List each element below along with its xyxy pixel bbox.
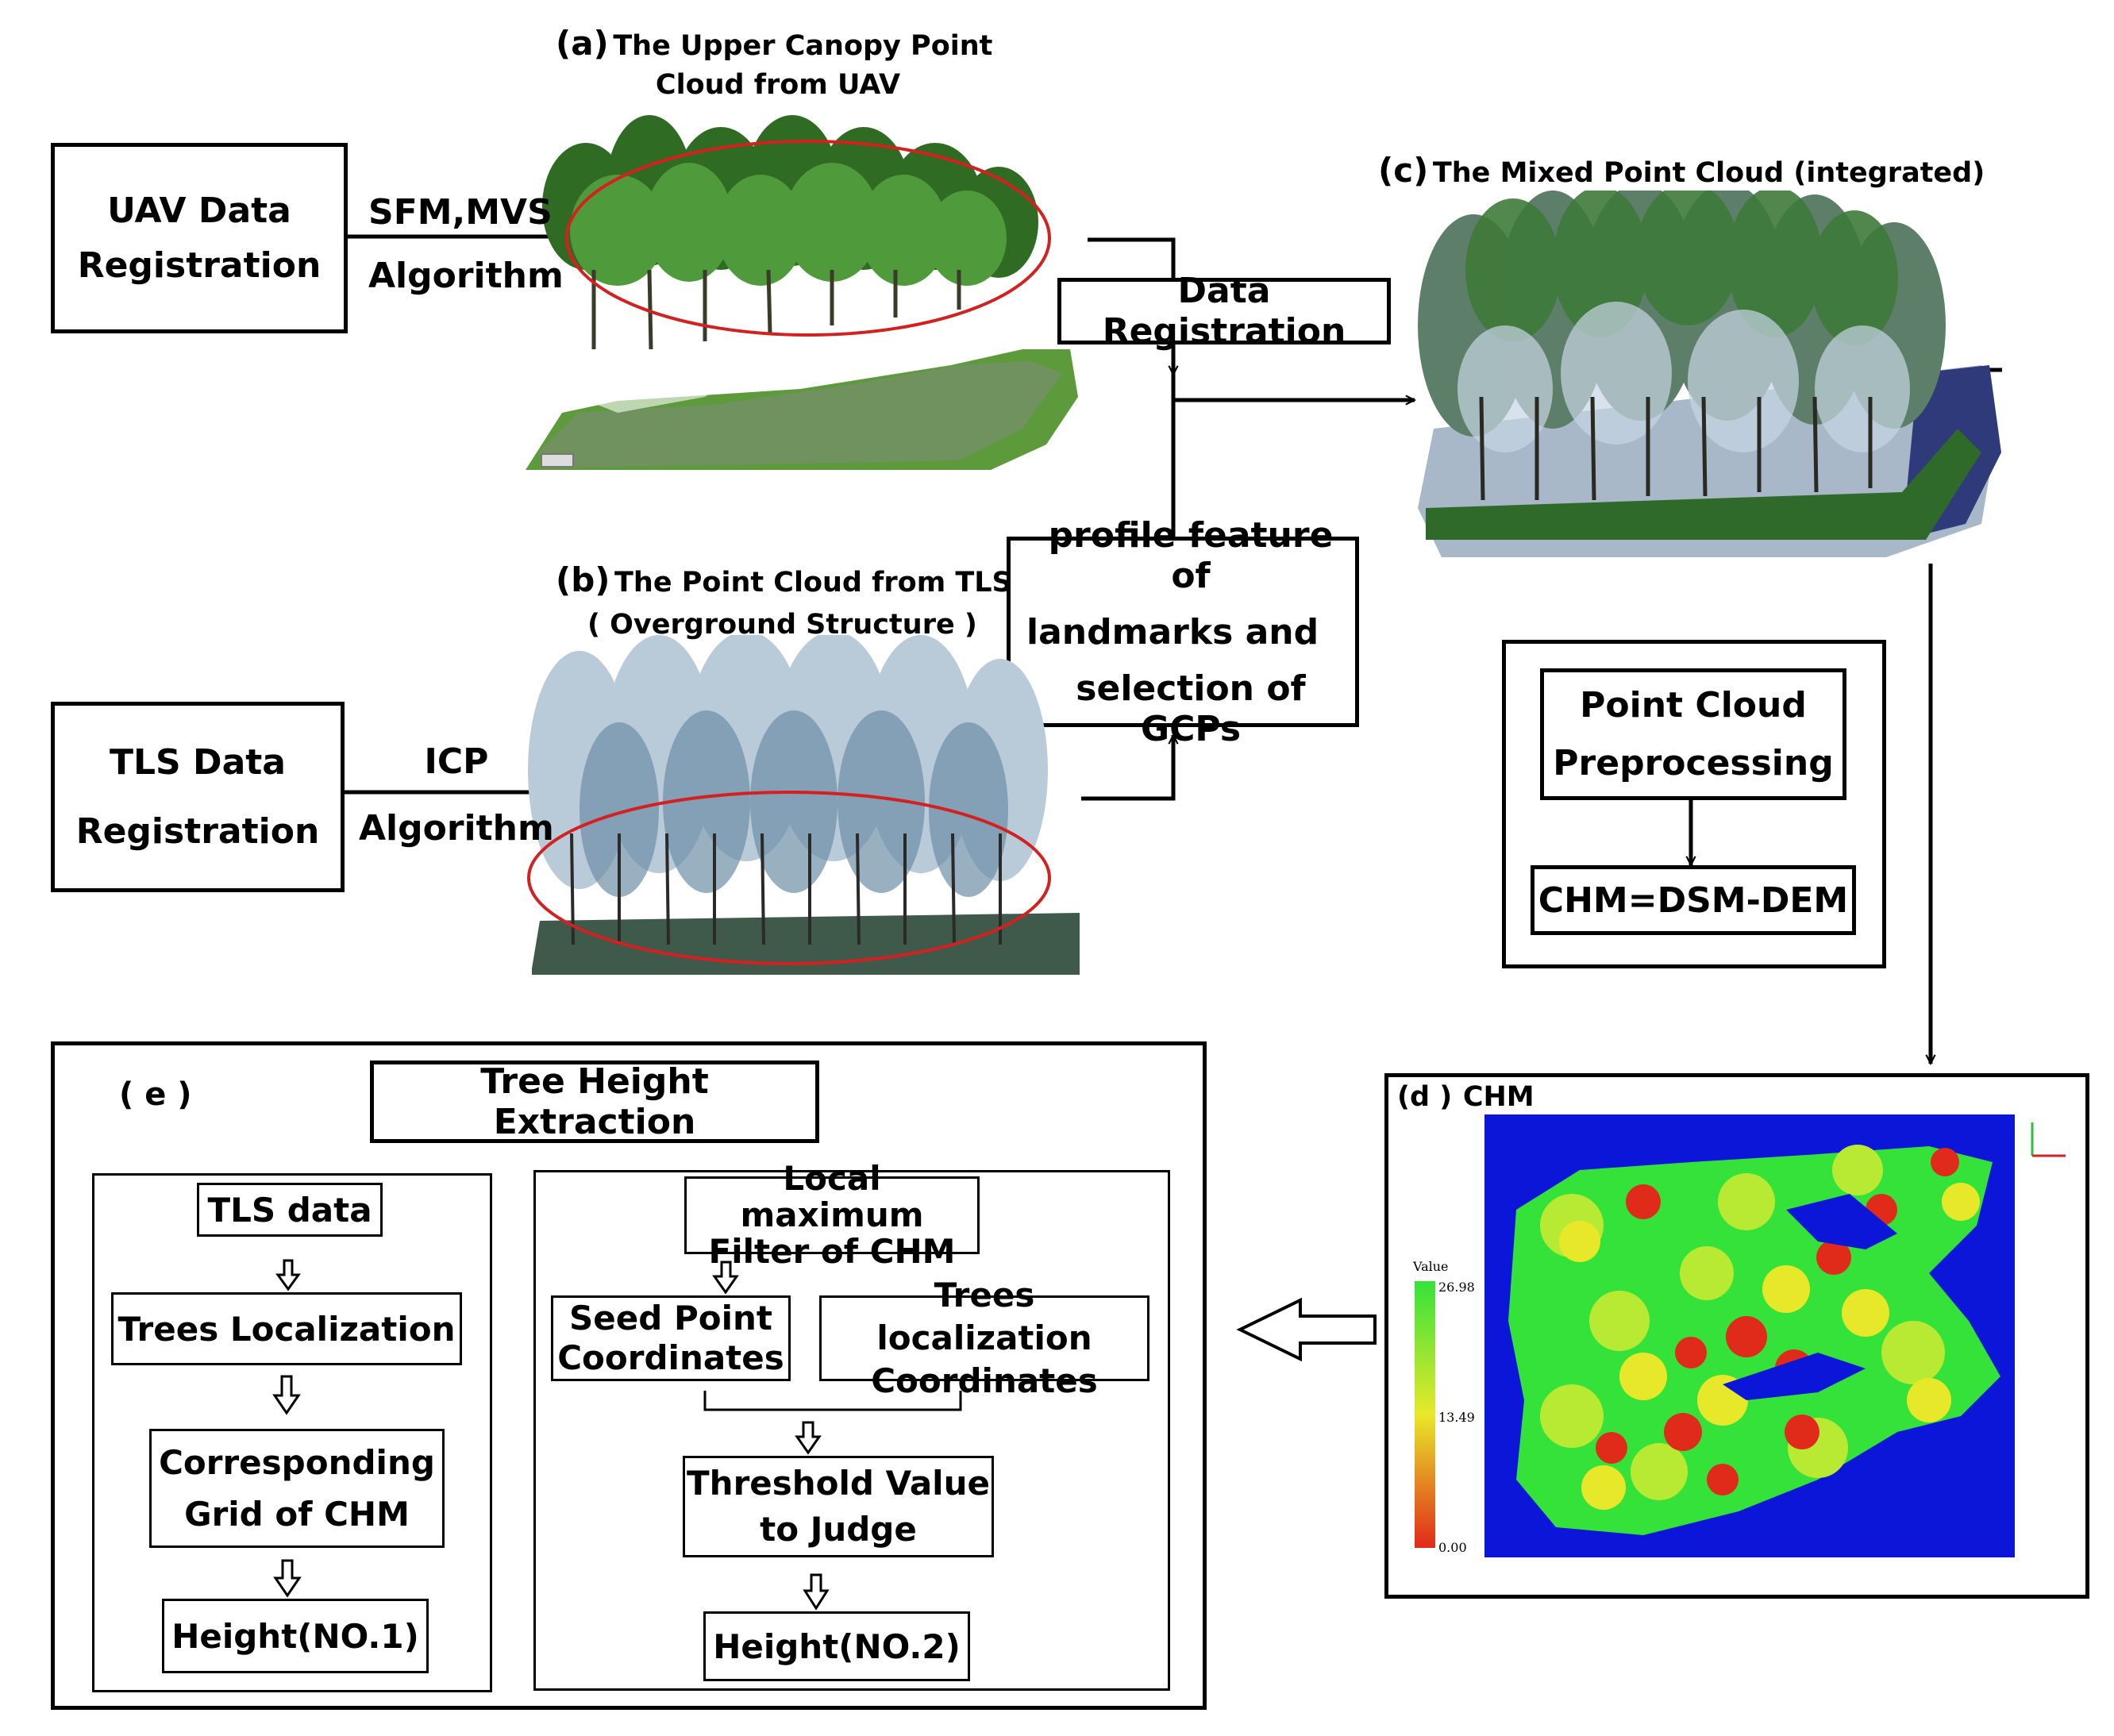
uav-algorithm-label: SFM,MVS Algorithm (368, 181, 564, 308)
height-no1-box: Height(NO.1) (162, 1599, 429, 1673)
uav-box-line2: Registration (77, 245, 322, 286)
panel-e-tag: ( e ) (119, 1076, 192, 1113)
chm-legend-colorbar (1415, 1281, 1435, 1548)
panel-b-title-line1: The Point Cloud from TLS (614, 567, 1012, 599)
local-max-line2: Filter of CHM (708, 1232, 956, 1271)
uav-data-registration-box: UAV Data Registration (51, 143, 348, 333)
threshold-line2: to Judge (760, 1510, 917, 1549)
trees-localization-box: Trees Localization (111, 1292, 462, 1365)
tls-box-line1: TLS Data (110, 742, 286, 783)
preprocessing-frame (1502, 640, 1886, 968)
height-no2-label: Height(NO.2) (713, 1626, 961, 1666)
panel-e-caption: ( e ) (119, 1076, 192, 1113)
tls-box-line2: Registration (75, 811, 320, 852)
local-max-line1: Local maximum (740, 1159, 924, 1234)
tls-data-box: TLS data (197, 1183, 383, 1237)
panel-a-title-line1: The Upper Canopy Point (613, 30, 993, 62)
profile-box-line2: landmarks and (1026, 611, 1319, 652)
chm-legend-mid: 13.49 (1438, 1410, 1475, 1425)
panel-b-caption: (b) The Point Cloud from TLS ( Overgroun… (556, 560, 1012, 641)
tree-height-extraction-title-box: Tree Height Extraction (370, 1060, 819, 1143)
hollow-arrow-left (1236, 1297, 1377, 1362)
uav-point-cloud-image (526, 115, 1078, 470)
threshold-line1: Threshold Value (687, 1464, 990, 1503)
height-no2-box: Height(NO.2) (703, 1611, 970, 1681)
chm-panel-frame (1384, 1073, 2089, 1599)
merge-bracket (703, 1391, 962, 1411)
corresponding-grid-box: Corresponding Grid of CHM (149, 1429, 445, 1548)
hollow-arrow-down-5 (795, 1421, 822, 1455)
trees-localization-coordinates-box: Trees localization Coordinates (819, 1276, 1149, 1400)
height-no1-label: Height(NO.1) (171, 1616, 419, 1656)
trees-loc-line1: Trees localization (876, 1276, 1092, 1357)
threshold-value-box: Threshold Value to Judge (683, 1456, 994, 1557)
trees-loc-line2: Coordinates (871, 1361, 1098, 1400)
chm-raster-image (1484, 1114, 2015, 1557)
tls-algo-line2: Algorithm (359, 808, 554, 849)
chm-legend-title: Value (1413, 1259, 1449, 1274)
panel-d-caption: (d ) CHM (1397, 1081, 1534, 1113)
tls-algorithm-label: ICP Algorithm (359, 729, 554, 862)
seed-point-coordinates-box: Seed Point Coordinates (551, 1295, 791, 1381)
hollow-arrow-down-6 (803, 1573, 830, 1611)
seed-line1: Seed Point (569, 1299, 772, 1338)
hollow-arrow-down-1 (275, 1259, 301, 1291)
panel-a-tag: (a) (556, 24, 609, 63)
mixed-point-cloud-image (1418, 191, 2001, 557)
hollow-arrow-down-2 (272, 1375, 301, 1415)
panel-a-caption: (a) The Upper Canopy Point Cloud from UA… (556, 24, 992, 101)
hollow-arrow-down-4 (712, 1261, 739, 1295)
corresponding-line2: Grid of CHM (184, 1495, 410, 1534)
tls-point-cloud-image (527, 635, 1080, 975)
panel-a-title-line2: Cloud from UAV (655, 69, 901, 101)
point-cloud-preprocessing-box: Point Cloud Preprocessing (1540, 668, 1846, 800)
chm-formula-label: CHM=DSM-DEM (1538, 880, 1849, 921)
profile-box-line3: selection of GCPs (1076, 668, 1306, 749)
tls-data-label: TLS data (207, 1190, 372, 1230)
axis-gizmo-icon (2031, 1122, 2066, 1157)
preprocess-line1: Point Cloud (1580, 685, 1807, 726)
tls-data-registration-box: TLS Data Registration (51, 702, 345, 892)
local-maximum-filter-box: Local maximum Filter of CHM (684, 1161, 980, 1270)
panel-d-tag: (d ) (1397, 1081, 1453, 1113)
panel-c-tag: (c) (1378, 151, 1429, 190)
chm-legend-max: 26.98 (1438, 1280, 1475, 1295)
panel-b-title-line2: ( Overground Structure ) (587, 609, 977, 641)
preprocess-line2: Preprocessing (1553, 743, 1834, 783)
seed-line2: Coordinates (557, 1338, 784, 1377)
tree-height-panel-frame (51, 1041, 1207, 1710)
uav-algo-line2: Algorithm (368, 256, 564, 296)
corresponding-line1: Corresponding (159, 1443, 435, 1482)
data-registration-box: Data Registration (1057, 271, 1391, 352)
panel-c-title: The Mixed Point Cloud (integrated) (1432, 157, 1985, 189)
tree-height-extraction-title: Tree Height Extraction (480, 1061, 709, 1142)
tls-algo-line1: ICP (424, 741, 489, 782)
chm-formula-box: CHM=DSM-DEM (1531, 865, 1856, 935)
profile-box-line1: profile feature of (1048, 514, 1334, 596)
uav-box-line1: UAV Data (107, 191, 291, 231)
trees-localization-label: Trees Localization (117, 1309, 456, 1349)
panel-b-tag: (b) (556, 560, 610, 599)
left-flow-frame (92, 1173, 492, 1692)
hollow-arrow-down-3 (273, 1559, 302, 1598)
panel-d-title: CHM (1462, 1081, 1534, 1113)
right-flow-frame (533, 1170, 1170, 1691)
profile-feature-box: profile feature of landmarks and selecti… (1007, 515, 1359, 749)
uav-algo-line1: SFM,MVS (368, 192, 553, 233)
data-registration-label: Data Registration (1102, 271, 1346, 352)
panel-c-caption: (c) The Mixed Point Cloud (integrated) (1378, 151, 1985, 190)
chm-legend-min: 0.00 (1438, 1540, 1467, 1555)
